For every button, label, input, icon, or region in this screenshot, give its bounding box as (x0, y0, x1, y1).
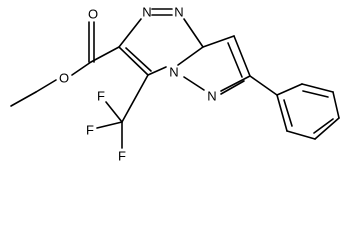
atom-fluorine-bottom: F (118, 149, 126, 164)
atom-labels: O O N N N N F F F (59, 5, 217, 164)
bond-c7-phenyl (249, 75, 278, 96)
bond-c4-n5 (147, 66, 167, 76)
bond-c8-c7-b (227, 42, 243, 78)
bond-ph-4-inner (313, 118, 334, 134)
atom-fluorine-left: F (86, 123, 94, 138)
molecule-diagram: O O N N N N F F F (10, 5, 340, 164)
bond-ph-3 (332, 91, 340, 119)
structure-canvas: O O N N N N F F F (10, 5, 340, 164)
atom-carbonyl-oxygen: O (88, 7, 98, 22)
bond-c3-n2 (118, 18, 142, 48)
bond-c3-c4-b (125, 47, 152, 72)
bond-ester-o-carbonyl (71, 61, 92, 76)
bond-ph-4 (314, 117, 340, 140)
bond-c4-cf3 (121, 74, 149, 123)
atom-fluorine-top: F (97, 89, 105, 104)
bond-c8a-n5 (177, 46, 204, 66)
bond-ph-2 (301, 83, 334, 93)
bond-cf3-f-top (105, 101, 123, 123)
bond-ethyl-ch3-ch2 (10, 91, 37, 107)
atom-ring-n1: N (142, 5, 151, 20)
bond-c7-n-a (220, 75, 251, 92)
bond-ethyl-ch2-o (35, 79, 57, 93)
bond-cf3-f-left (96, 121, 123, 129)
atom-bridge-n: N (169, 65, 178, 80)
bond-carbonyl-to-ring (90, 46, 120, 63)
bond-ph-5 (286, 130, 316, 140)
bonds (10, 8, 340, 149)
bond-c3-c4-a (118, 46, 149, 76)
atom-ring-n2: N (174, 5, 183, 20)
bond-ph-2-inner (302, 90, 329, 98)
bond-ph-1 (276, 83, 303, 96)
bond-ph-6 (276, 94, 288, 132)
bond-c7-n-b (220, 80, 245, 95)
bond-c8-c7-a (233, 35, 251, 77)
bond-n1-c8a (183, 18, 204, 48)
atom-ester-oxygen: O (59, 71, 69, 86)
atom-pyrazole-n: N (207, 89, 216, 104)
bond-n-n-bridge (183, 76, 205, 91)
bond-ph-6-inner (283, 99, 293, 127)
bond-c8a-c8 (202, 35, 235, 48)
